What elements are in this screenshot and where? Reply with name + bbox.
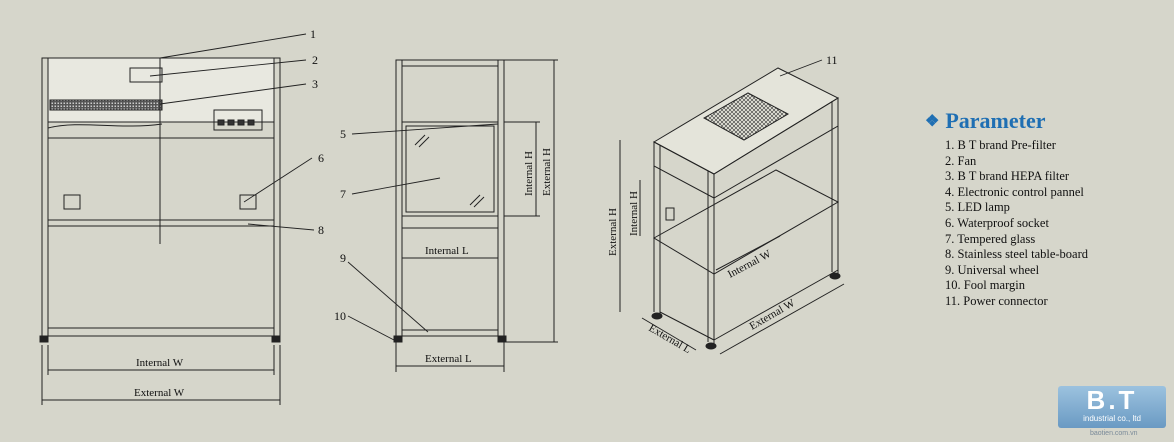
legend-item: 2. Fan <box>945 153 977 168</box>
iso-table <box>653 169 840 275</box>
legend-item: 4. Electronic control pannel <box>945 184 1084 199</box>
callout-2: 2 <box>312 53 318 67</box>
isometric-view <box>619 67 845 355</box>
legend-title: ❖ Parameter <box>925 108 1088 134</box>
callout-11: 11 <box>826 53 838 67</box>
glass-panel <box>401 121 499 217</box>
dimension-labels: Internal W External W Internal L Externa… <box>134 148 798 399</box>
socket-left <box>63 194 81 210</box>
legend-item: 1. B T brand Pre-filter <box>945 138 1056 152</box>
logo-subtitle: industrial co., ltd <box>1083 414 1141 423</box>
front-internal-w: Internal W <box>136 357 184 369</box>
parameter-legend: ❖ Parameter 1. B T brand Pre-filter 2. F… <box>925 108 1088 310</box>
legend-item: 8. Stainless steel table-board <box>945 247 1089 262</box>
callout-1: 1 <box>310 27 316 41</box>
control-panel <box>213 109 263 131</box>
callout-leaders <box>149 33 823 341</box>
logo-url: baotien.com.vn <box>1090 430 1138 437</box>
callout-numbers: 1 2 3 5 6 7 8 9 10 11 <box>310 27 838 323</box>
side-view <box>393 59 558 372</box>
front-top-box <box>47 57 275 123</box>
iso-internal-h: Internal H <box>628 191 640 236</box>
legend-title-text: Parameter <box>945 108 1046 133</box>
front-view <box>39 57 281 405</box>
legend-item: 9. Universal wheel <box>945 262 1040 277</box>
front-external-w: External W <box>134 387 185 399</box>
legend-item: 3. B T brand HEPA filter <box>945 169 1070 184</box>
side-internal-l: Internal L <box>425 245 469 257</box>
side-frame <box>395 59 505 337</box>
callout-9: 9 <box>340 251 346 265</box>
iso-external-l: External L <box>647 322 694 356</box>
logo-brand: B.T <box>1086 385 1138 415</box>
side-internal-h: Internal H <box>523 151 535 196</box>
callout-6: 6 <box>318 151 324 165</box>
company-logo: B.T industrial co., ltd <box>1058 386 1166 428</box>
callout-10: 10 <box>334 309 346 323</box>
legend-item: 10. Fool margin <box>945 278 1025 293</box>
callout-8: 8 <box>318 223 324 237</box>
iso-external-h: External H <box>607 208 619 256</box>
legend-item: 5. LED lamp <box>945 200 1010 215</box>
legend-list: 1. B T brand Pre-filter 2. Fan 3. B T br… <box>945 138 1088 310</box>
legend-item: 6. Waterproof socket <box>945 215 1049 230</box>
legend-item: 7. Tempered glass <box>945 231 1036 246</box>
hepa-grille <box>49 99 163 111</box>
callout-3: 3 <box>312 77 318 91</box>
iso-mesh <box>702 92 790 141</box>
side-external-l: External L <box>425 353 472 365</box>
diamond-bullet-icon: ❖ <box>925 113 940 130</box>
legend-item: 11. Power connector <box>945 293 1048 308</box>
side-external-h: External H <box>541 148 553 196</box>
callout-5: 5 <box>340 127 346 141</box>
socket-right <box>239 194 257 210</box>
callout-7: 7 <box>340 187 346 201</box>
